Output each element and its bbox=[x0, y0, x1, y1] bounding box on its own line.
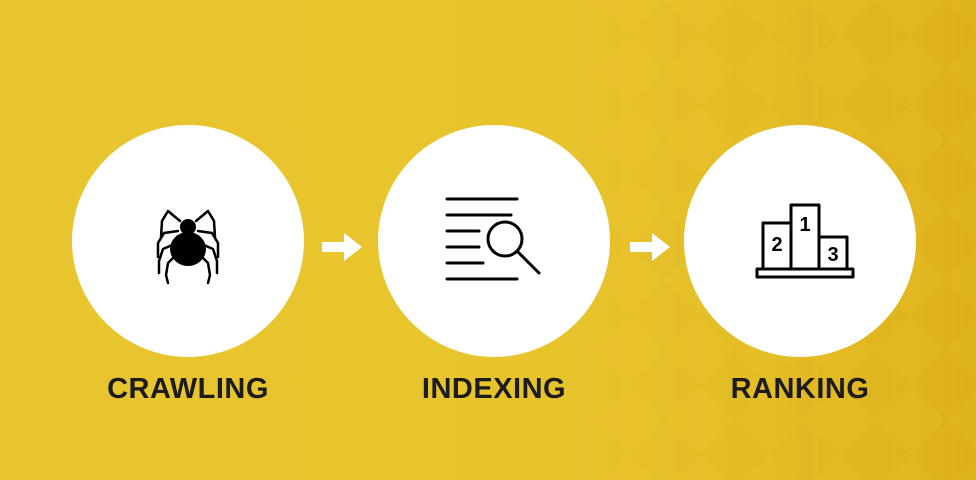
podium-rank-1: 1 bbox=[799, 214, 810, 236]
step-crawling: CRAWLING bbox=[72, 125, 304, 405]
step-circle: 2 1 3 bbox=[684, 125, 916, 357]
spider-icon bbox=[156, 209, 220, 285]
step-circle bbox=[378, 125, 610, 357]
arrow-right-icon bbox=[630, 233, 670, 261]
arrow-right-icon bbox=[322, 233, 362, 261]
step-label: RANKING bbox=[730, 373, 870, 405]
step-circle bbox=[72, 125, 304, 357]
podium-rank-2: 2 bbox=[771, 234, 782, 256]
search-list-icon bbox=[445, 197, 541, 281]
podium-icon: 2 1 3 bbox=[755, 203, 855, 279]
step-label: INDEXING bbox=[421, 373, 567, 405]
podium-rank-3: 3 bbox=[827, 244, 838, 266]
step-label: CRAWLING bbox=[107, 373, 269, 405]
step-indexing: INDEXING bbox=[378, 125, 610, 405]
step-ranking: 2 1 3 RANKING bbox=[684, 125, 916, 405]
